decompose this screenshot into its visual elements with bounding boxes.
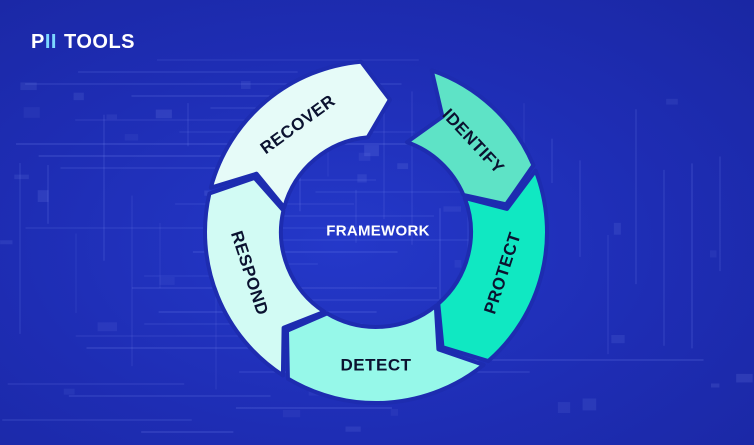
circuit-chip	[155, 109, 172, 119]
segment-protect	[436, 168, 549, 364]
circuit-chip	[0, 240, 13, 245]
circuit-chip	[736, 373, 753, 383]
circuit-chip	[23, 107, 40, 118]
circuit-chip	[358, 152, 371, 161]
circuit-chip	[63, 388, 75, 395]
circuit-chip	[106, 114, 118, 120]
segment-identify	[404, 68, 536, 207]
circuit-chip	[364, 145, 379, 157]
circuit-chip	[454, 259, 462, 268]
circuit-chip	[611, 334, 625, 344]
circuit-chip	[282, 410, 301, 418]
circuit-chip	[240, 81, 251, 89]
circuit-chip	[37, 190, 49, 202]
circuit-chip	[711, 383, 720, 388]
circuit-chip	[14, 174, 29, 180]
circuit-chip	[582, 398, 597, 411]
circuit-chip	[20, 82, 37, 91]
circuit-chip	[397, 163, 409, 170]
segment-detect	[285, 303, 486, 406]
circuit-chip	[357, 174, 367, 183]
circuit-chip	[124, 134, 139, 141]
circuit-chip	[345, 426, 361, 432]
circuit-chip	[557, 402, 571, 413]
framework-center-label: FRAMEWORK	[326, 223, 430, 240]
circuit-chip	[73, 92, 84, 101]
circuit-chip	[443, 206, 462, 212]
segment-respond	[203, 175, 327, 378]
circuit-chip	[390, 408, 399, 416]
circuit-chip	[97, 322, 118, 332]
circuit-chip	[666, 98, 678, 105]
circuit-chip	[613, 222, 621, 235]
label-detect: DETECT	[341, 356, 412, 375]
segment-recover	[208, 59, 392, 210]
circuit-chip	[159, 276, 175, 285]
circuit-chip	[710, 250, 717, 258]
